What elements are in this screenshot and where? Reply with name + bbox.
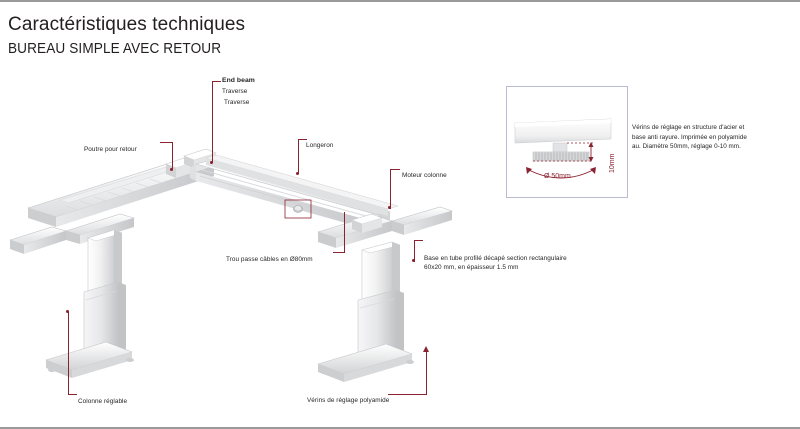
page-title: Caractéristiques techniques <box>8 14 246 35</box>
callout-moteur-colonne: Moteur colonne <box>402 172 447 179</box>
callout-end-beam-en: End beam <box>222 77 255 84</box>
leader-moteur-point <box>388 206 391 209</box>
leader-verins-vertical <box>426 352 427 394</box>
leader-poutre-vertical <box>172 142 173 170</box>
page-subtitle: BUREAU SIMPLE AVEC RETOUR <box>8 41 222 57</box>
callout-verins-polyamide: Vérins de réglage polyamide <box>307 397 390 404</box>
desk-frame-illustration <box>9 148 454 382</box>
callout-poutre-retour: Poutre pour retour <box>84 146 137 153</box>
leader-base-horizontal <box>414 240 423 241</box>
inset-height-dimension: 10mm <box>609 153 616 173</box>
leader-moteur-vertical <box>390 169 391 209</box>
leader-end-beam-horizontal <box>212 81 221 82</box>
inset-diameter-dimension: Ø 50mm <box>544 173 571 180</box>
callout-end-beam-fr2: Traverse <box>224 99 250 106</box>
leader-longeron-point <box>296 172 299 175</box>
glide-description-line1: Vérins de réglage en structure d'acier e… <box>632 124 745 131</box>
leader-verins-horizontal <box>388 394 427 395</box>
top-divider <box>0 0 800 2</box>
leader-trou-vertical <box>344 212 345 252</box>
leader-trou-horizontal <box>333 252 345 253</box>
callout-base-line2: 60x20 mm, en épaisseur 1.5 mm <box>424 264 519 271</box>
detail-inset-panel: 10mm Ø 50mm <box>506 86 628 198</box>
leader-longeron-vertical <box>298 139 299 174</box>
leader-end-beam-vertical <box>212 81 213 163</box>
glide-description-line2: base anti rayure. Imprimée en polyamide <box>632 133 747 141</box>
glide-foot-detail-illustration <box>514 118 612 179</box>
leader-verins-arrow <box>423 346 429 352</box>
leader-end-beam-point <box>210 161 213 164</box>
callout-trou-cables: Trou passe câbles en Ø80mm <box>226 256 313 263</box>
glide-description-block: Vérins de réglage en structure d'acier e… <box>632 123 794 152</box>
leader-colonne-vertical <box>68 312 69 394</box>
leader-base-vertical <box>414 240 415 262</box>
leader-poutre-horizontal <box>160 142 173 143</box>
callout-base-line1: Base en tube profilé décapé section rect… <box>424 255 567 262</box>
callout-longeron: Longeron <box>306 142 334 149</box>
leader-longeron-horizontal <box>298 139 307 140</box>
glide-description-line3: au. Diamètre 50mm, réglage 0-10 mm. <box>632 143 741 151</box>
leader-moteur-horizontal <box>390 169 400 170</box>
leader-poutre-point <box>170 168 173 171</box>
leader-base-point <box>412 259 415 262</box>
leader-colonne-horizontal <box>68 394 77 395</box>
callout-end-beam-fr: Traverse <box>222 88 248 95</box>
bottom-divider <box>0 427 800 429</box>
leader-colonne-point <box>66 310 69 313</box>
callout-colonne-reglable: Colonne réglable <box>78 398 128 405</box>
